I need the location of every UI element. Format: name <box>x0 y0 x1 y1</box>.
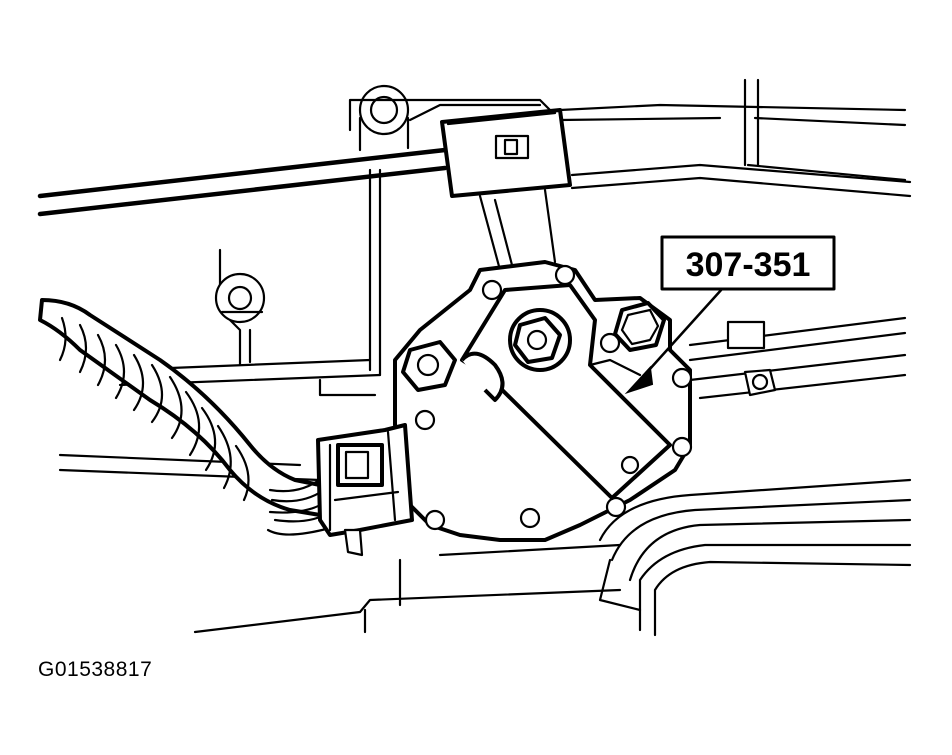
callout-arrowhead <box>624 365 654 395</box>
electrical-connector <box>316 423 414 557</box>
part-number-callout: 307-351 <box>624 235 836 395</box>
transmission-range-sensor <box>460 283 672 500</box>
shift-cable-bracket <box>440 108 572 272</box>
callout-label: 307-351 <box>686 246 811 284</box>
figure-id: G01538817 <box>38 658 153 681</box>
transmission-housing <box>37 78 912 637</box>
wiring-harness <box>38 298 332 536</box>
